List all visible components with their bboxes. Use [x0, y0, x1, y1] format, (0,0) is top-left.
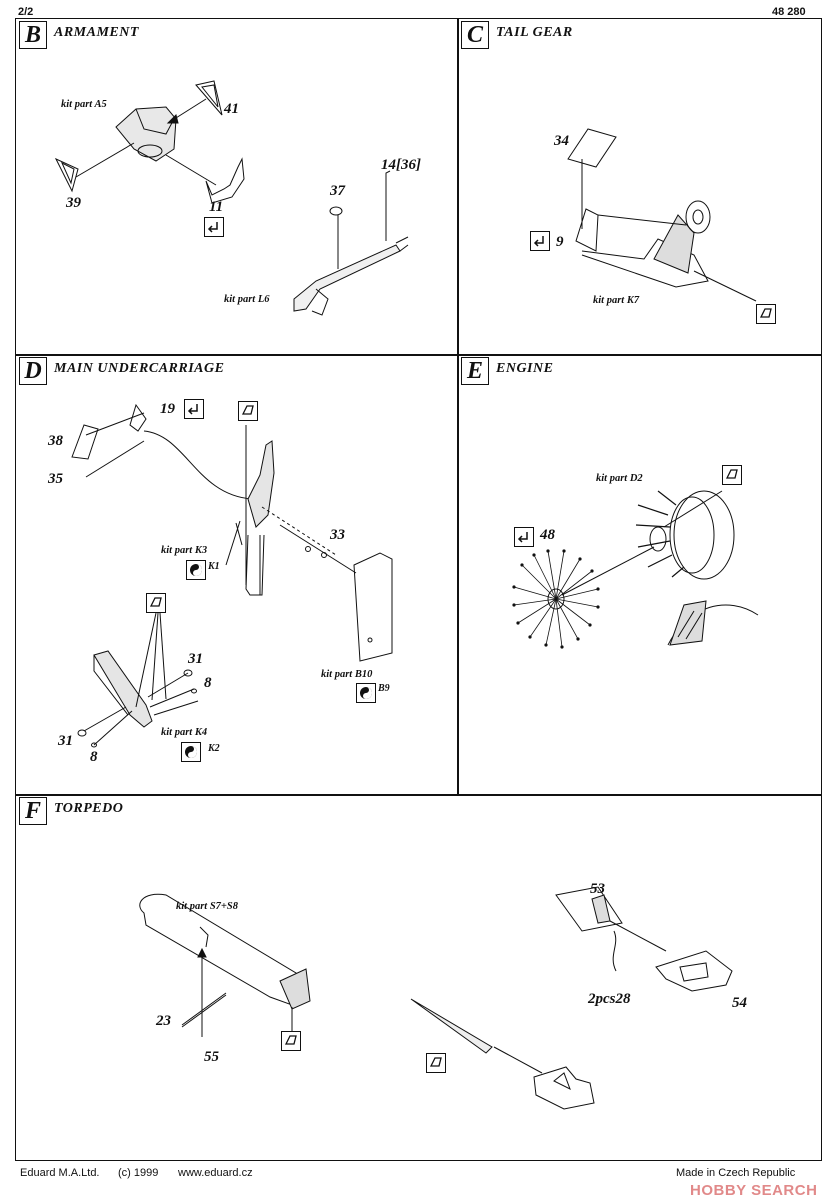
part-number: 55 [204, 1049, 219, 1065]
fold-icon [238, 401, 258, 421]
fold-icon [281, 1031, 301, 1051]
section-engine: E ENGINE [457, 354, 822, 796]
paint-code: K1 [208, 561, 220, 572]
part-number: 11 [209, 199, 224, 215]
part-number: 9 [556, 234, 564, 250]
part-number: 39 [66, 195, 81, 211]
part-number: 2pcs28 [588, 991, 631, 1007]
section-tail-gear: C TAIL GEAR 34 9 kit part K7 [457, 18, 822, 356]
paint-code: B9 [378, 683, 390, 694]
part-number: 23 [156, 1013, 171, 1029]
bend-icon [204, 217, 224, 237]
kit-part-label: kit part K3 [161, 545, 208, 556]
footer-copyright: (c) 1999 [118, 1167, 159, 1179]
torpedo-drawing [139, 886, 733, 1110]
section-letter: B [19, 21, 47, 49]
part-number: 31 [58, 733, 73, 749]
sheet-code: 48 280 [772, 6, 806, 18]
kit-part-label: kit part D2 [596, 473, 643, 484]
part-number: 33 [330, 527, 345, 543]
section-armament: B ARMAMENT [15, 18, 459, 356]
kit-part-label: kit part S7+S8 [176, 901, 239, 912]
footer-website[interactable]: www.eduard.cz [178, 1167, 253, 1179]
part-number: 41 [224, 101, 239, 117]
part-number: 53 [590, 881, 605, 897]
kit-part-label: kit part A5 [61, 99, 107, 110]
part-number: 48 [540, 527, 555, 543]
section-title: TAIL GEAR [496, 25, 573, 40]
paint-icon [356, 683, 376, 703]
section-title: ENGINE [496, 361, 554, 376]
part-number: 38 [48, 433, 63, 449]
part-number: 14[36] [381, 157, 421, 173]
fold-icon [146, 593, 166, 613]
undercarriage-drawing [71, 403, 393, 748]
part-number: 54 [732, 995, 747, 1011]
part-number: 35 [48, 471, 63, 487]
part-number: 34 [554, 133, 569, 149]
tail-gear-drawing [567, 128, 757, 302]
kit-part-label: kit part K4 [161, 727, 208, 738]
section-letter: F [19, 797, 47, 825]
bend-icon [514, 527, 534, 547]
paint-icon [181, 742, 201, 762]
armament-drawing [54, 80, 409, 316]
section-title: TORPEDO [54, 801, 124, 816]
part-number: 37 [330, 183, 345, 199]
section-main-undercarriage: D MAIN UNDERCARRIAGE [15, 354, 459, 796]
bend-icon [530, 231, 550, 251]
fold-icon [722, 465, 742, 485]
section-letter: C [461, 21, 489, 49]
part-number: 8 [204, 675, 212, 691]
footer-made-in: Made in Czech Republic [676, 1167, 796, 1179]
bend-icon [184, 399, 204, 419]
part-number: 19 [160, 401, 175, 417]
part-number: 31 [188, 651, 203, 667]
paint-code: K2 [208, 743, 220, 754]
watermark: HOBBY SEARCH [690, 1182, 818, 1199]
engine-drawing [512, 490, 759, 649]
kit-part-label: kit part L6 [224, 294, 270, 305]
wire-spider [513, 550, 599, 648]
section-letter: D [19, 357, 47, 385]
fold-icon [756, 304, 776, 324]
fold-icon [426, 1053, 446, 1073]
footer-company: Eduard M.A.Ltd. [20, 1167, 100, 1179]
kit-part-label: kit part K7 [593, 295, 640, 306]
page-number: 2/2 [18, 6, 34, 18]
paint-icon [186, 560, 206, 580]
kit-part-label: kit part B10 [321, 669, 373, 680]
section-letter: E [461, 357, 489, 385]
section-title: MAIN UNDERCARRIAGE [54, 361, 225, 376]
part-number: 8 [90, 749, 98, 765]
section-title: ARMAMENT [54, 25, 139, 40]
section-torpedo: F TORPEDO kit part S7+S8 [15, 794, 822, 1161]
